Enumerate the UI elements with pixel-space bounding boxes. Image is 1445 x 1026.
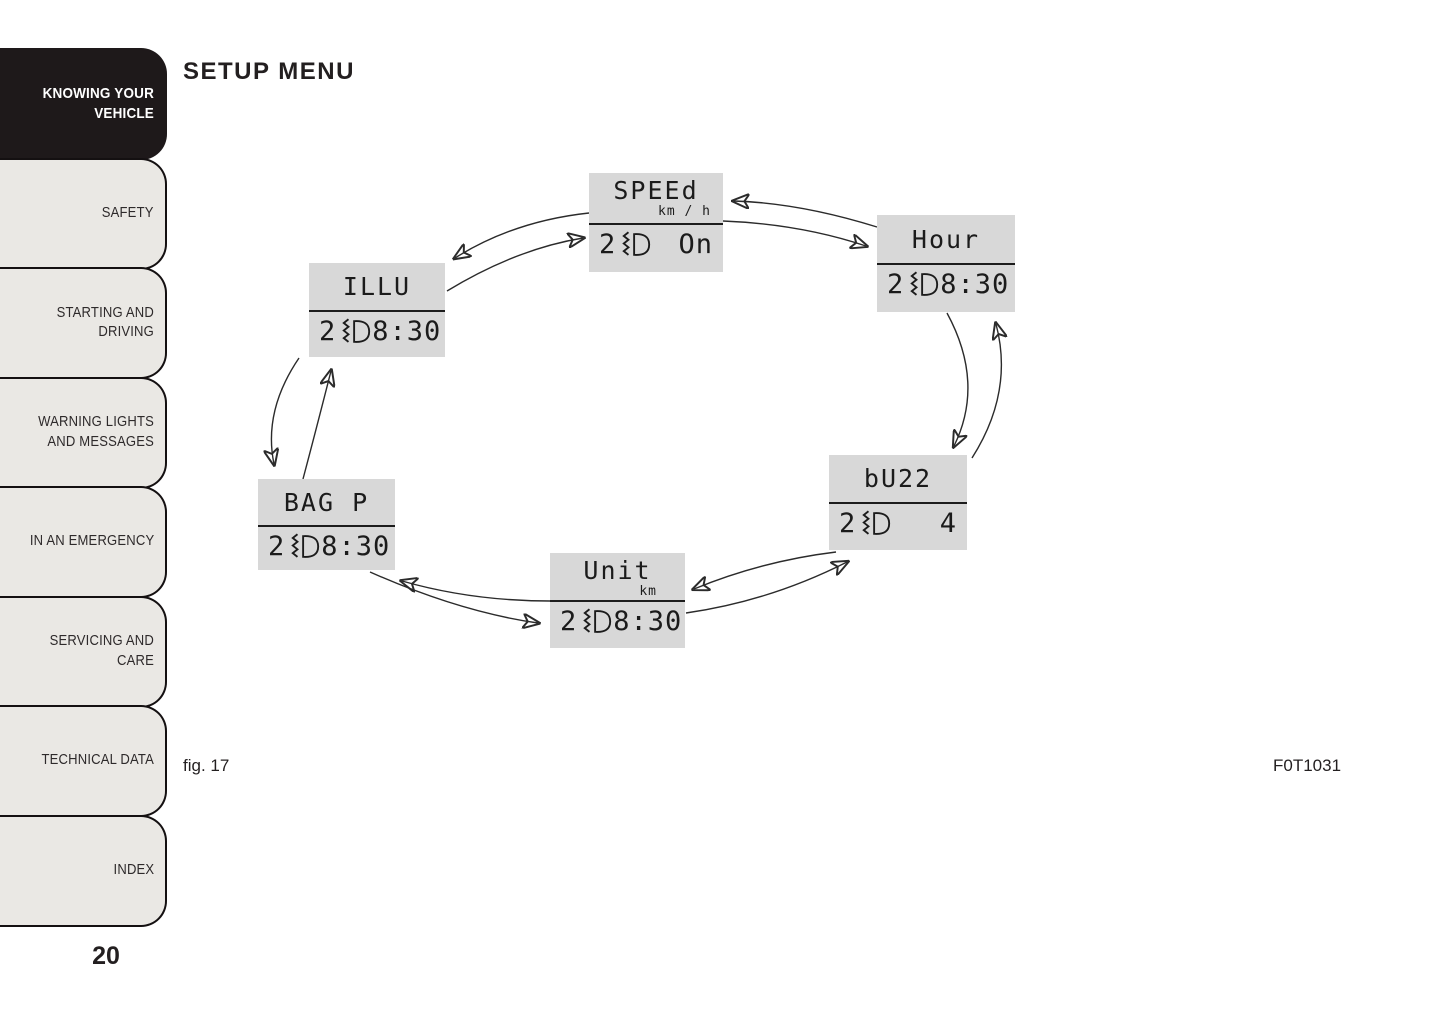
sidebar-item-index[interactable]: INDEX <box>0 814 167 927</box>
lcd-value: 4 <box>939 508 957 539</box>
lcd-label: BAG P <box>283 487 370 517</box>
lcd-prefix: 2 <box>319 316 336 347</box>
figure-code: F0T1031 <box>1273 756 1342 775</box>
lcd-label-area: Unit km <box>550 553 685 602</box>
sidebar-item-warning-lights-and-messages[interactable]: WARNING LIGHTS AND MESSAGES <box>0 376 167 489</box>
headlight-illumination-icon <box>620 230 652 259</box>
sidebar-item-safety[interactable]: SAFETY <box>0 157 167 270</box>
setup-node-speed: SPEEd km / h 2 On <box>589 173 723 272</box>
lcd-value: 8:30 <box>321 531 391 562</box>
arrow-buzz-to-unit <box>694 551 837 589</box>
arrow-bagp-to-illu <box>302 371 331 480</box>
arrow-buzz-to-hour <box>971 324 1001 459</box>
lcd-value: 8:30 <box>940 269 1010 300</box>
sidebar-item-label: IN AN EMERGENCY <box>29 533 154 550</box>
lcd-label: Unit <box>583 556 652 585</box>
page-title: SETUP MENU <box>183 58 355 86</box>
lcd-label: ILLU <box>342 272 412 301</box>
sidebar-item-knowing-your-vehicle[interactable]: KNOWING YOUR VEHICLE <box>0 48 167 160</box>
lcd-value-area: 2 4 <box>829 504 967 539</box>
page-number: 20 <box>92 942 120 970</box>
setup-node-buzzer: bU22 2 4 <box>829 455 967 550</box>
lcd-sublabel: km / h <box>658 204 711 219</box>
sidebar-item-technical-data[interactable]: TECHNICAL DATA <box>0 705 167 817</box>
lcd-prefix: 2 <box>839 508 856 539</box>
sidebar-item-servicing-and-care[interactable]: SERVICING AND CARE <box>0 595 167 708</box>
sidebar-item-label: INDEX <box>113 861 154 878</box>
arrow-unit-to-bagp <box>402 581 551 602</box>
lcd-label-area: SPEEd km / h <box>589 173 723 225</box>
arrow-unit-to-buzz <box>685 562 847 614</box>
sidebar: KNOWING YOUR VEHICLE SAFETY STARTING AND… <box>0 48 167 927</box>
lcd-label: bU22 <box>863 464 933 493</box>
lcd-value-area: 2 8:30 <box>258 527 395 562</box>
lcd-prefix: 2 <box>268 531 285 562</box>
setup-node-bag-p: BAG P 2 8:30 <box>258 479 395 570</box>
lcd-label-area: bU22 <box>829 455 967 504</box>
headlight-illumination-icon <box>340 317 372 346</box>
sidebar-item-label: KNOWING YOUR VEHICLE <box>42 85 154 122</box>
lcd-value: 8:30 <box>372 316 442 347</box>
arrow-illu-to-bagp <box>271 357 300 464</box>
lcd-value-area: 2 On <box>589 225 723 260</box>
lcd-label: Hour <box>911 224 981 254</box>
headlight-illumination-icon <box>581 607 613 636</box>
lcd-prefix: 2 <box>599 229 616 260</box>
headlight-illumination-icon <box>860 509 892 538</box>
arrow-speed-to-illu <box>455 212 590 258</box>
lcd-value-area: 2 8:30 <box>309 312 445 347</box>
arrow-illu-to-speed <box>446 238 583 292</box>
arrow-hour-to-buzz <box>946 312 969 446</box>
setup-node-illumination: ILLU 2 8:30 <box>309 263 445 357</box>
arrow-bagp-to-unit <box>369 571 538 623</box>
sidebar-item-label: WARNING LIGHTS AND MESSAGES <box>38 414 154 450</box>
lcd-label-area: Hour <box>877 215 1015 265</box>
sidebar-item-label: SAFETY <box>102 204 154 221</box>
lcd-label-area: ILLU <box>309 263 445 312</box>
lcd-prefix: 2 <box>887 269 904 300</box>
lcd-value: On <box>678 229 713 260</box>
lcd-label: SPEEd <box>613 176 699 205</box>
lcd-value-area: 2 8:30 <box>550 602 685 637</box>
setup-node-unit: Unit km 2 8:30 <box>550 553 685 648</box>
lcd-label-area: BAG P <box>258 479 395 527</box>
lcd-prefix: 2 <box>560 606 577 637</box>
arrow-hour-to-speed <box>734 201 878 228</box>
headlight-illumination-icon <box>908 270 940 299</box>
headlight-illumination-icon <box>289 532 321 561</box>
figure-caption: fig. 17 <box>183 756 230 775</box>
lcd-value: 8:30 <box>613 606 683 637</box>
sidebar-item-starting-and-driving[interactable]: STARTING AND DRIVING <box>0 267 167 379</box>
sidebar-item-label: TECHNICAL DATA <box>41 752 154 769</box>
lcd-sublabel: km <box>639 584 657 599</box>
setup-node-hour: Hour 2 8:30 <box>877 215 1015 312</box>
sidebar-item-in-an-emergency[interactable]: IN AN EMERGENCY <box>0 486 167 598</box>
sidebar-item-label: STARTING AND DRIVING <box>56 304 154 340</box>
sidebar-item-label: SERVICING AND CARE <box>49 633 154 669</box>
arrow-speed-to-hour <box>722 220 866 246</box>
lcd-value-area: 2 8:30 <box>877 265 1015 300</box>
